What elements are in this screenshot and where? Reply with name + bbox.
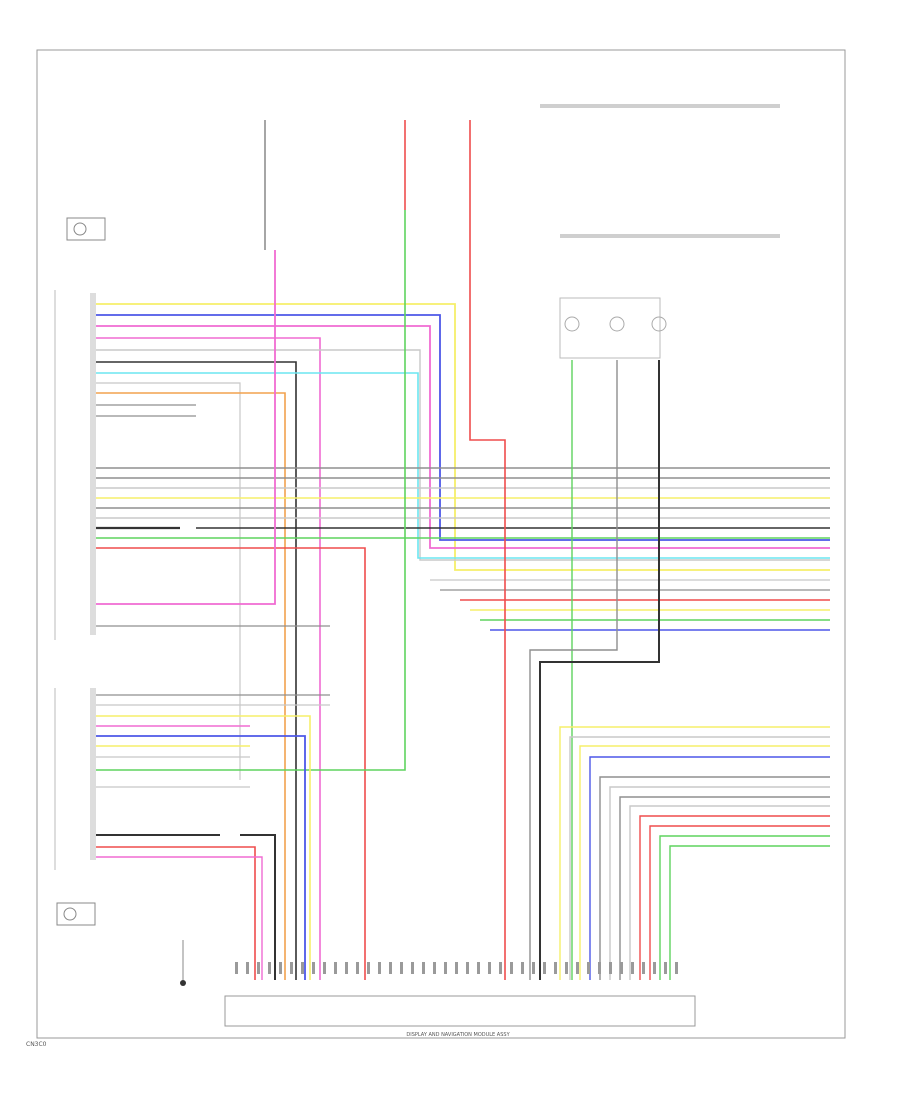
connector-pin bbox=[345, 962, 348, 974]
connector-pin bbox=[268, 962, 271, 974]
switch-box bbox=[559, 297, 661, 359]
connector-pin bbox=[488, 962, 491, 974]
wire-lr-2 bbox=[569, 736, 830, 980]
connector-pin bbox=[653, 962, 656, 974]
connector-pin bbox=[279, 962, 282, 974]
wire-gray-2 bbox=[96, 382, 241, 780]
connector-pin bbox=[367, 962, 370, 974]
connector-pin bbox=[664, 962, 667, 974]
label-stub-group bbox=[235, 962, 678, 974]
connector-pin bbox=[565, 962, 568, 974]
connector-pin bbox=[466, 962, 469, 974]
connector-pin bbox=[334, 962, 337, 974]
connector-pin bbox=[400, 962, 403, 974]
wire-low-3 bbox=[96, 715, 311, 980]
wire-dark-4 bbox=[539, 360, 660, 980]
connector-pin bbox=[543, 962, 546, 974]
wire-yellow-1 bbox=[96, 303, 830, 571]
connector-pin bbox=[477, 962, 480, 974]
wire-cyan-1 bbox=[96, 372, 830, 559]
wire-low-12 bbox=[240, 834, 276, 980]
diagram-frame bbox=[36, 49, 846, 1039]
wire-low-10 bbox=[96, 846, 256, 980]
connector-pin bbox=[598, 962, 601, 974]
right-top-bar-2 bbox=[560, 234, 780, 238]
connector-pin bbox=[422, 962, 425, 974]
bottom-connector-body bbox=[224, 995, 696, 1027]
connector-pin bbox=[631, 962, 634, 974]
left-connector-upper bbox=[90, 293, 96, 635]
connector-pin bbox=[235, 962, 238, 974]
wire-pink-3 bbox=[96, 250, 276, 605]
bottom-connector-label: DISPLAY AND NAVIGATION MODULE ASSY bbox=[406, 1032, 510, 1038]
ground-symbol bbox=[180, 940, 186, 986]
connector-pin bbox=[554, 962, 557, 974]
connector-pin bbox=[312, 962, 315, 974]
connector-pin bbox=[499, 962, 502, 974]
switch-knob-3 bbox=[651, 316, 667, 332]
wire-low-11 bbox=[96, 856, 263, 980]
wire-lr-1 bbox=[559, 726, 830, 980]
wire-lr-4 bbox=[589, 756, 830, 980]
wire-lr-12 bbox=[669, 845, 830, 980]
connector-pin bbox=[433, 962, 436, 974]
wire-dark-1 bbox=[96, 361, 297, 980]
wire-lr-10 bbox=[649, 825, 830, 980]
wire-blue-1 bbox=[96, 314, 830, 541]
wire-lr-3 bbox=[579, 745, 830, 980]
connector-pin bbox=[356, 962, 359, 974]
wire-lr-6 bbox=[609, 786, 830, 980]
wire-orange-1 bbox=[96, 392, 286, 980]
wire-gray-1 bbox=[96, 349, 830, 561]
left-connector-lower bbox=[90, 688, 96, 860]
wire-lr-8 bbox=[629, 805, 830, 980]
switch-knob-2 bbox=[609, 316, 625, 332]
wire-gray-8 bbox=[529, 360, 618, 980]
connector-pin bbox=[532, 962, 535, 974]
connector-pin bbox=[257, 962, 260, 974]
switch-knob-1 bbox=[564, 316, 580, 332]
connector-pin bbox=[411, 962, 414, 974]
connector-pin bbox=[609, 962, 612, 974]
connector-pin bbox=[576, 962, 579, 974]
connector-pin bbox=[323, 962, 326, 974]
wire-pink-1 bbox=[96, 325, 830, 549]
connector-pin bbox=[378, 962, 381, 974]
connector-pin bbox=[246, 962, 249, 974]
wire-red-1 bbox=[96, 547, 366, 980]
wire-low-5 bbox=[96, 735, 306, 980]
wire-lr-9 bbox=[639, 815, 830, 980]
wire-lr-7 bbox=[619, 796, 830, 980]
connector-pin bbox=[301, 962, 304, 974]
connector-pin bbox=[675, 962, 678, 974]
connector-pin bbox=[521, 962, 524, 974]
right-top-bar-1 bbox=[540, 104, 780, 108]
wire-pink-2 bbox=[96, 337, 321, 980]
connector-pin bbox=[587, 962, 590, 974]
wire-group bbox=[96, 120, 830, 980]
wire-lr-11 bbox=[659, 835, 830, 980]
connector-pin bbox=[389, 962, 392, 974]
camera-bottom bbox=[56, 902, 96, 926]
connector-pin bbox=[444, 962, 447, 974]
wire-red-3 bbox=[469, 120, 506, 980]
connector-pin bbox=[510, 962, 513, 974]
connector-pin bbox=[455, 962, 458, 974]
connector-pin bbox=[620, 962, 623, 974]
wire-lr-5 bbox=[599, 776, 830, 980]
connector-pin bbox=[290, 962, 293, 974]
wire-green-3 bbox=[96, 210, 406, 771]
camera-top bbox=[66, 217, 106, 241]
diagram-footer-code: CN3C0 bbox=[26, 1041, 47, 1048]
connector-pin bbox=[642, 962, 645, 974]
